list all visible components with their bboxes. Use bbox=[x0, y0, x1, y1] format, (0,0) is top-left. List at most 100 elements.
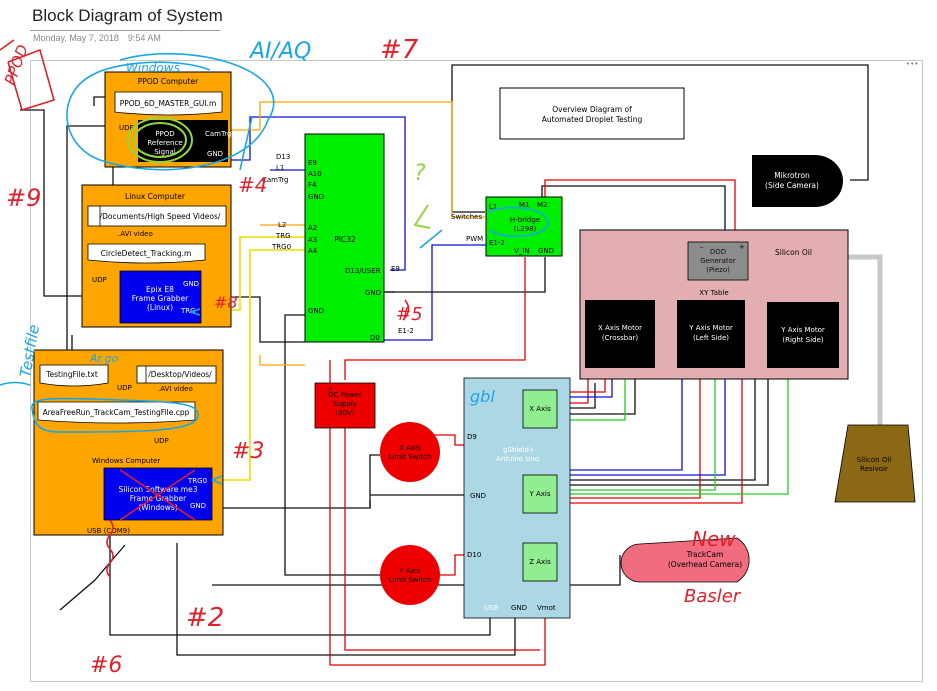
ppod-gnd-pin: GND bbox=[207, 150, 223, 158]
ppod-gui-doc bbox=[114, 91, 223, 116]
cpp-source-label: AreaFreeRun_TrackCam_TestingFile.cpp bbox=[43, 408, 190, 417]
blue-ink-strokes bbox=[0, 53, 549, 485]
wire-label-trg0: TRG0 bbox=[271, 243, 291, 251]
cpp-source-doc bbox=[37, 401, 196, 424]
ink-question: ? bbox=[414, 161, 426, 186]
mikrotron-shape bbox=[752, 155, 843, 207]
yr-motor-line2: (Right Side) bbox=[782, 336, 824, 344]
wire-label-switches: Switches bbox=[451, 213, 482, 221]
mikrotron-line2: (Side Camera) bbox=[765, 181, 819, 190]
hbridge-m2: M2 bbox=[537, 201, 548, 209]
gshield-arduino-block: gShield+ Arduino Uno X Axis Y Axis Z Axi… bbox=[463, 377, 571, 619]
pic32-d0: D0 bbox=[370, 334, 380, 342]
wires bbox=[20, 64, 883, 666]
ink-new: New bbox=[692, 527, 736, 551]
overview-line1: Overview Diagram of bbox=[552, 105, 632, 114]
reservoir-line2: Resivoir bbox=[860, 465, 888, 473]
gshield-usb: USB bbox=[484, 604, 499, 612]
yl-motor-line2: (Left Side) bbox=[693, 334, 729, 342]
windows-computer-title: Windows Computer bbox=[92, 457, 160, 465]
linux-avi-label: .AVI video bbox=[118, 230, 153, 238]
y-limit-line2: Limit Switch bbox=[389, 576, 432, 584]
ink-n5: #5 bbox=[396, 304, 423, 325]
pic32-gnd1: GND bbox=[308, 193, 324, 201]
silicon-software-frame-grabber bbox=[103, 467, 213, 521]
silicon-oil-label: Silicon Oil bbox=[775, 248, 812, 257]
hbridge-line2: (L298) bbox=[514, 225, 537, 233]
ppod-camtrg-pin: CamTrg bbox=[205, 130, 231, 138]
dc-power-supply: DC Power Supply (30V) + – bbox=[314, 382, 376, 429]
ink-annotations: PPOD #7 #9 #4 #8 #5 #3 #2 #6 New Basler … bbox=[0, 35, 742, 678]
ss-gnd-pin: GND bbox=[190, 502, 206, 510]
dc-plus: + bbox=[327, 385, 333, 393]
pic32-gnd2: GND bbox=[365, 289, 381, 297]
windows-folder-path: /Desktop/Videos/ bbox=[148, 370, 212, 379]
hbridge-e12: E1-2 bbox=[489, 239, 505, 247]
ink-gbl: gbl bbox=[470, 387, 495, 406]
hbridge-l1: L1 bbox=[489, 203, 497, 211]
gshield-x-axis bbox=[522, 389, 558, 429]
note-canvas-frame[interactable] bbox=[30, 60, 923, 682]
ss-line2: Frame Grabber bbox=[130, 494, 187, 503]
yl-motor-line1: Y Axis Motor bbox=[688, 324, 733, 332]
ink-n3: #3 bbox=[232, 439, 264, 464]
overview-box bbox=[499, 87, 685, 140]
gshield-gnd-b: GND bbox=[511, 604, 527, 612]
ink-n4: #4 bbox=[238, 173, 267, 197]
dod-minus: – bbox=[700, 243, 704, 251]
overview-note: Overview Diagram of Automated Droplet Te… bbox=[499, 87, 685, 140]
pic32-a10: A10 bbox=[308, 170, 322, 178]
testing-file-label: TestingFile.txt bbox=[45, 370, 98, 379]
silicon-oil-reservoir: Silicon Oil Resivoir bbox=[834, 424, 916, 503]
mikrotron-line1: Mikrotron bbox=[774, 171, 810, 180]
gshield-z-axis bbox=[522, 542, 558, 582]
ppod-computer-title: PPOD Computer bbox=[138, 77, 199, 86]
linux-computer-block: Linux Computer /Documents/High Speed Vid… bbox=[81, 184, 232, 328]
orange-wires bbox=[230, 101, 485, 366]
linux-tracking-label: CircleDetect_Tracking.m bbox=[101, 249, 192, 258]
gshield-d10: D10 bbox=[467, 551, 481, 559]
wire-labels: D13 L1 CamTrg L2 TRG TRG0 E9 E1-2 Switch… bbox=[262, 153, 483, 335]
pic32-box bbox=[304, 133, 385, 343]
x-motor-line1: X Axis Motor bbox=[598, 324, 642, 332]
gshield-vmot: Vmot bbox=[537, 604, 556, 612]
pic32-f4: F4 bbox=[308, 181, 317, 189]
page-title: Block Diagram of System bbox=[32, 6, 223, 25]
x-limit-line1: X Axis bbox=[399, 444, 421, 452]
ink-argo: Ar.go bbox=[89, 352, 119, 365]
green-ink-labels: ? bbox=[414, 161, 426, 186]
epix-frame-grabber bbox=[119, 270, 202, 324]
dc-supply-box bbox=[314, 382, 376, 429]
dod-generator bbox=[687, 241, 749, 281]
ink-ai-aq: AI/AQ bbox=[248, 39, 311, 64]
ss-line3: (Windows) bbox=[138, 503, 177, 512]
wire-label-e12: E1-2 bbox=[398, 327, 414, 335]
xy-table-label: XY Table bbox=[699, 289, 728, 297]
wire-label-l1: L1 bbox=[276, 164, 284, 172]
gshield-y-axis bbox=[522, 474, 558, 514]
ss-line1: Silicon Software me3 bbox=[119, 485, 198, 494]
frame-handle-icon[interactable]: ••• bbox=[906, 60, 919, 68]
y-axis-motor-left bbox=[677, 300, 745, 368]
gshield-x-axis-label: X Axis bbox=[529, 405, 551, 413]
y-limit-switch: Y Axis Limit Switch bbox=[380, 545, 440, 605]
dod-line1: DOD bbox=[710, 248, 726, 256]
title-underline bbox=[30, 30, 220, 31]
linux-tracking-doc bbox=[87, 243, 206, 264]
epix-line3: (Linux) bbox=[147, 303, 173, 312]
pic32-d13user: D13/USER bbox=[345, 267, 381, 275]
ppod-ref-line1: PPOD bbox=[155, 130, 174, 138]
linux-video-folder bbox=[87, 205, 227, 227]
ink-windows: Windows bbox=[126, 61, 180, 75]
hbridge-m1: M1 bbox=[519, 201, 530, 209]
x-limit-line2: Limit Switch bbox=[389, 453, 432, 461]
linux-folder-path: /Documents/High Speed Videos/ bbox=[100, 212, 221, 221]
wire-label-e9: E9 bbox=[391, 265, 400, 273]
ppod-ref-line3: Signal bbox=[154, 148, 176, 156]
windows-udp1-label: UDP bbox=[117, 384, 132, 392]
gshield-gnd: GND bbox=[470, 492, 486, 500]
trackcam-camera: TrackCam (Overhead Camera) bbox=[620, 537, 750, 583]
green-ink-strokes bbox=[127, 117, 431, 229]
